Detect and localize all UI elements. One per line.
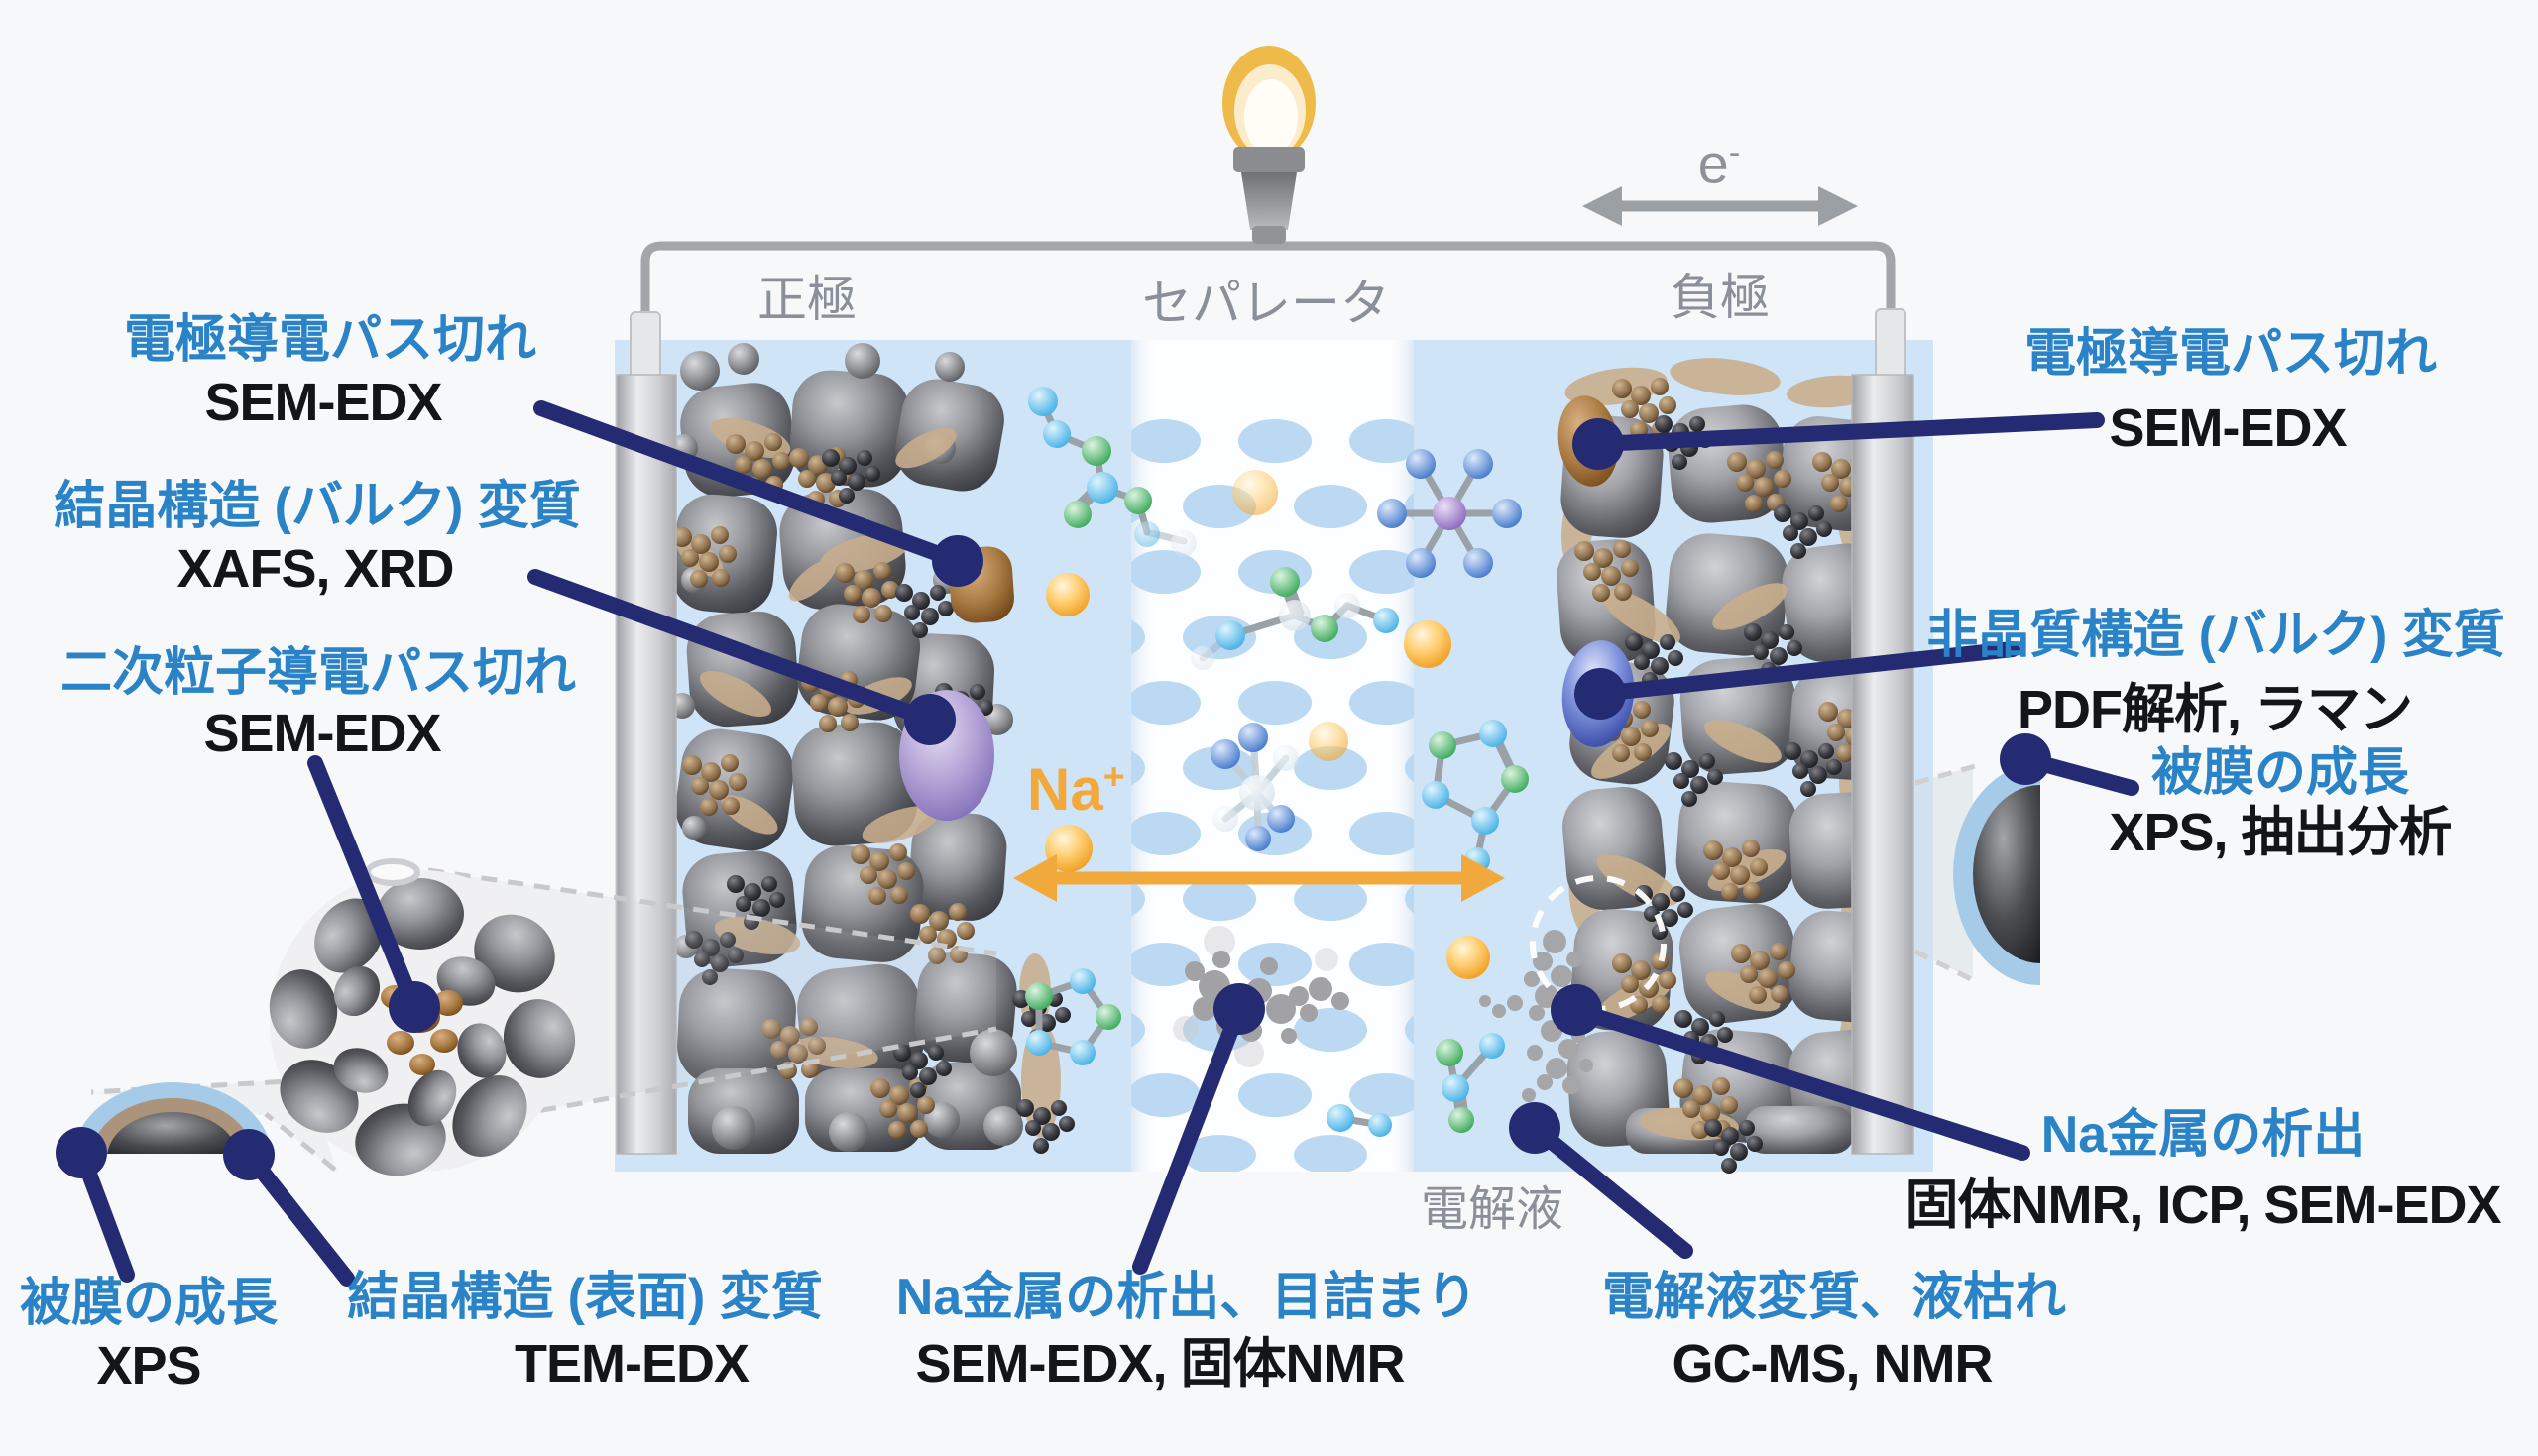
electron-label: e-: [1697, 132, 1741, 195]
pointer-cathode-conductive-path: [533, 400, 966, 569]
na-ion: [1309, 722, 1348, 761]
na-ion: [1046, 573, 1090, 616]
anode-surface-inset: [1913, 763, 2040, 985]
label-film-growth-left-issue: 被膜の成長: [19, 1275, 279, 1332]
label-cathode-conductive-path-methods: SEM-EDX: [204, 373, 442, 432]
electrolyte-molecules: [1025, 387, 1529, 1137]
label-na-deposition-issue: Na金属の析出: [2040, 1106, 2365, 1164]
pointer-amorphous-bulk: [1592, 641, 2020, 702]
pointer-anode-conductive-path: [1590, 412, 2105, 452]
coating-cross-section-inset: [67, 1082, 278, 1162]
electron-flow-arrow: [1582, 186, 1858, 226]
anode-current-collector: [1851, 308, 1914, 1155]
label-separator-clog-issue: Na金属の析出、目詰まり: [895, 1269, 1478, 1326]
label-electrolyte-degradation-issue: 電解液変質、液枯れ: [1601, 1269, 2067, 1326]
label-amorphous-bulk-issue: 非晶質構造 (バルク) 変質: [1926, 607, 2505, 664]
na-ion: [1446, 936, 1490, 979]
label-film-growth-right-issue: 被膜の成長: [2150, 744, 2410, 802]
label-electrolyte-degradation-methods: GC-MS, NMR: [1672, 1334, 1994, 1394]
label-amorphous-bulk-methods: PDF解析, ラマン: [2017, 680, 2413, 739]
label-separator-clog-methods: SEM-EDX, 固体NMR: [915, 1334, 1405, 1394]
pointer-separator-clog: [1132, 1001, 1247, 1275]
pointer-electrolyte-degradation: [1527, 1120, 1693, 1259]
na-ion-shuttle-arrow: [1013, 854, 1505, 902]
sample-tube-icon: [365, 858, 420, 886]
label-surface-crystal-methods: TEM-EDX: [515, 1334, 750, 1394]
na-ion: [1232, 470, 1278, 515]
label-na-deposition-methods: 固体NMR, ICP, SEM-EDX: [1904, 1176, 2501, 1235]
electrolyte-title: 電解液: [1420, 1183, 1564, 1236]
pointer-na-deposition: [1568, 1002, 2030, 1161]
label-anode-conductive-path-issue: 電極導電パス切れ: [2023, 325, 2438, 383]
label-surface-crystal-issue: 結晶構造 (表面) 変質: [347, 1269, 823, 1326]
label-bulk-crystal-issue: 結晶構造 (バルク) 変質: [54, 478, 581, 535]
anode-title: 負極: [1671, 270, 1770, 325]
label-bulk-crystal-methods: XAFS, XRD: [176, 539, 454, 599]
na-ion: [1404, 620, 1451, 668]
label-cathode-conductive-path-issue: 電極導電パス切れ: [123, 311, 537, 369]
label-film-growth-right-methods: XPS, 抽出分析: [2109, 803, 2452, 862]
anode-electrode: [1479, 358, 1894, 1174]
pointer-bulk-crystal: [527, 569, 938, 728]
pointer-surface-crystal: [241, 1147, 355, 1287]
cathode-current-collector: [616, 311, 677, 1155]
label-anode-conductive-path-methods: SEM-EDX: [2109, 398, 2347, 458]
label-film-growth-left-methods: XPS: [96, 1336, 201, 1396]
label-secondary-particle-issue: 二次粒子導電パス切れ: [59, 644, 577, 702]
pointer-lines: [56, 400, 2139, 1287]
na-ion-label: Na+: [1027, 755, 1125, 823]
separator-title: セパレータ: [1142, 276, 1390, 331]
light-bulb-icon: [1222, 46, 1316, 244]
cathode-title: 正極: [757, 272, 857, 327]
pointer-secondary-particle: [307, 755, 422, 1015]
label-secondary-particle-methods: SEM-EDX: [203, 704, 441, 763]
secondary-particle-inset: [90, 858, 997, 1176]
